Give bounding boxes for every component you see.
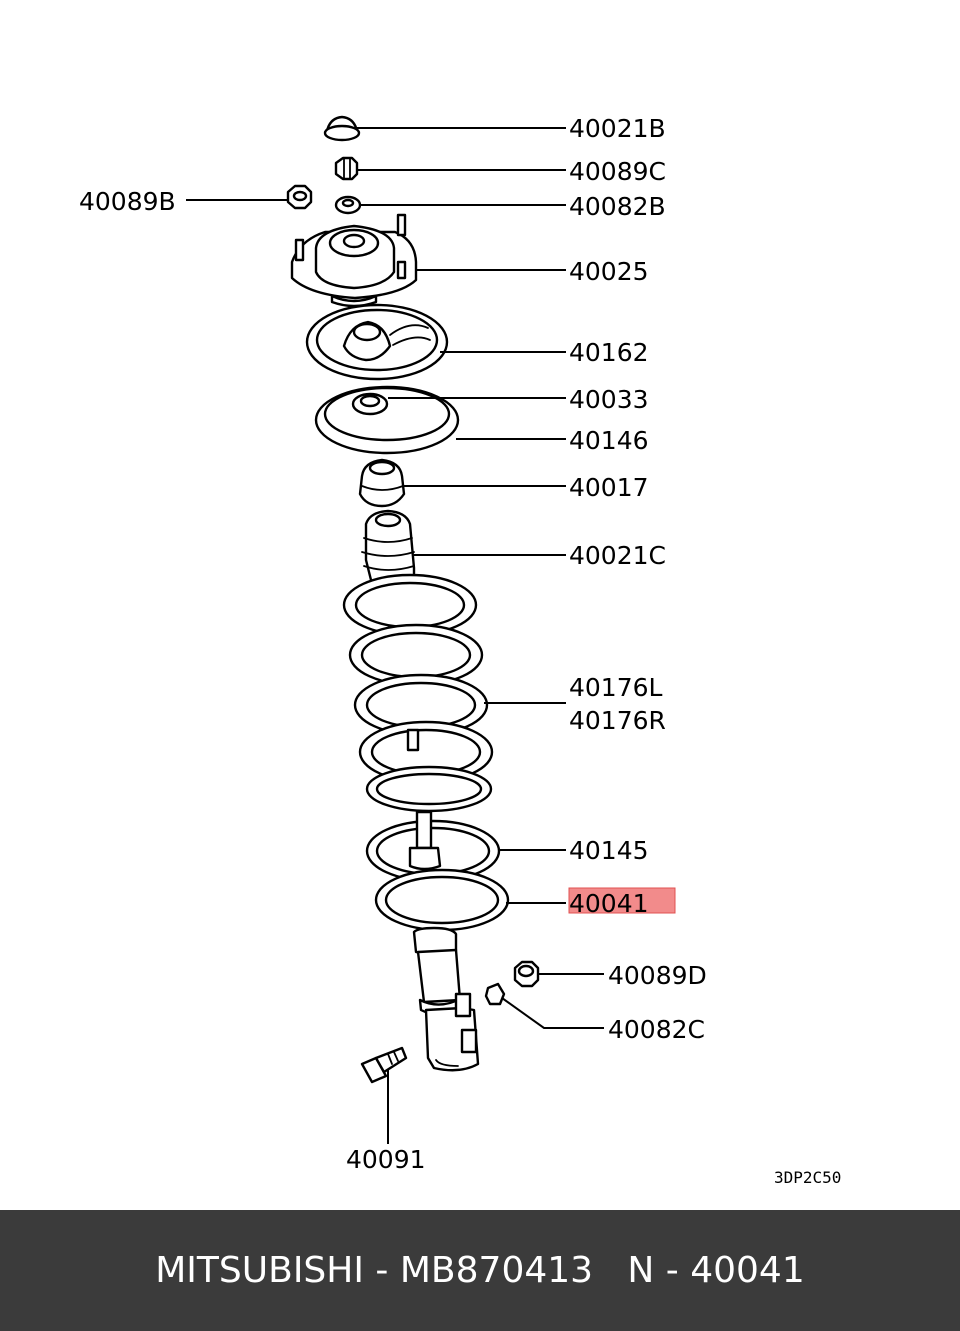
footer-sep-1: -	[363, 1250, 400, 1291]
label-40176R[interactable]: 40176R	[569, 706, 666, 735]
label-40017[interactable]: 40017	[569, 473, 649, 502]
part-40089D-nut	[513, 960, 540, 988]
part-40089C-nut	[334, 156, 359, 181]
part-40091-bolt	[360, 1046, 408, 1084]
part-40145-lower-seat	[365, 810, 501, 883]
part-40089B-nut	[286, 184, 313, 210]
part-40021B-cap	[323, 115, 361, 142]
selected-part-highlight	[568, 887, 676, 914]
footer-ref: N - 40041	[627, 1250, 805, 1291]
leader-lines	[186, 127, 604, 1144]
label-40091[interactable]: 40091	[346, 1145, 426, 1174]
label-40145[interactable]: 40145	[569, 836, 649, 865]
part-40146-spring-seat	[314, 385, 460, 455]
label-40082C[interactable]: 40082C	[608, 1015, 705, 1044]
part-40082B-washer	[334, 195, 362, 215]
label-40021B[interactable]: 40021B	[569, 114, 666, 143]
footer-gap	[593, 1250, 627, 1291]
diagram-code: 3DP2C50	[774, 1168, 841, 1187]
part-40162-bearing-plate	[305, 303, 449, 381]
label-40041[interactable]: 40041	[569, 889, 649, 918]
part-40041-strut-assembly	[374, 868, 510, 1072]
label-40162[interactable]: 40162	[569, 338, 649, 367]
part-40017-bump-rubber	[358, 458, 406, 508]
label-40025[interactable]: 40025	[569, 257, 649, 286]
part-40025-strut-mount	[290, 213, 418, 308]
label-40089C[interactable]: 40089C	[569, 157, 666, 186]
label-40021C[interactable]: 40021C	[569, 541, 666, 570]
label-40033[interactable]: 40033	[569, 385, 649, 414]
part-40082C-washer	[484, 982, 506, 1006]
part-40021C-dust-boot	[361, 509, 416, 592]
label-40082B[interactable]: 40082B	[569, 192, 666, 221]
part-40033-insulator	[351, 392, 389, 416]
footer-part-number: MB870413	[399, 1250, 594, 1291]
label-40089D[interactable]: 40089D	[608, 961, 707, 990]
label-40176L[interactable]: 40176L	[569, 673, 663, 702]
part-40176-coil-spring	[342, 573, 494, 813]
label-40089B[interactable]: 40089B	[79, 187, 176, 216]
label-40146[interactable]: 40146	[569, 426, 649, 455]
footer-brand: MITSUBISHI	[155, 1250, 364, 1291]
exploded-parts-diagram: 40021B 40089C 40089B 40082B 40025 40162 …	[79, 114, 841, 1187]
footer-bar: MITSUBISHI - MB870413 N - 40041	[0, 1210, 960, 1331]
